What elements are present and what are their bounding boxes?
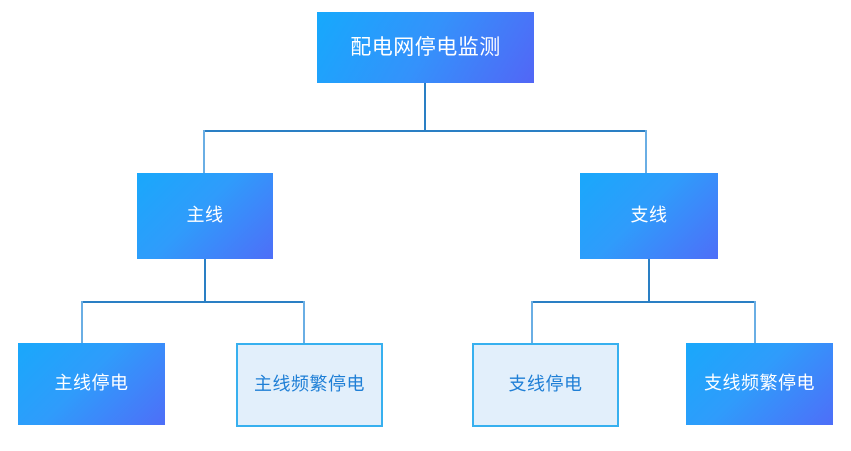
node-branchline[interactable]: 支线 — [580, 173, 718, 259]
connector-mainline-stem — [204, 259, 206, 302]
connector-branchline-bus — [531, 301, 756, 303]
connector-to-branchline-outage — [531, 301, 533, 344]
node-mainline-frequent-outage[interactable]: 主线频繁停电 — [236, 343, 383, 427]
connector-to-branchline-frequent-outage — [754, 301, 756, 344]
node-mainline-outage[interactable]: 主线停电 — [18, 343, 165, 425]
node-branchline-outage[interactable]: 支线停电 — [472, 343, 619, 427]
node-root-distribution-outage-monitoring[interactable]: 配电网停电监测 — [317, 12, 534, 83]
connector-mainline-bus — [81, 301, 305, 303]
connector-to-mainline — [203, 130, 205, 174]
node-mainline[interactable]: 主线 — [137, 173, 273, 259]
connector-to-mainline-outage — [81, 301, 83, 344]
node-branchline-frequent-outage[interactable]: 支线频繁停电 — [686, 343, 833, 425]
connector-branchline-stem — [648, 259, 650, 302]
connector-root-stem — [424, 83, 426, 131]
connector-to-mainline-frequent-outage — [303, 301, 305, 344]
connector-to-branchline — [645, 130, 647, 174]
connector-level2-bus — [203, 130, 647, 132]
